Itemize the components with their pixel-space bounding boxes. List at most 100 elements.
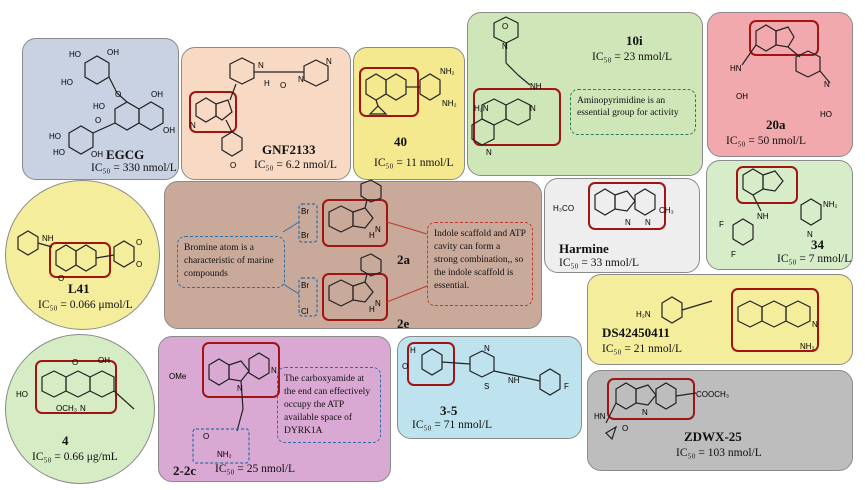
svg-text:H: H [410,346,416,355]
svg-text:H: H [369,231,375,240]
svg-text:N: N [807,230,813,239]
bromo-arrows [282,221,428,303]
svg-text:NH: NH [42,234,54,243]
compound-40-ic50: IC₅₀ = 11 nmol/L [374,157,454,169]
zdwx25-name: ZDWX-25 [684,429,742,444]
svg-text:O: O [622,424,628,433]
svg-text:OH: OH [107,48,119,57]
compound-34-name: 34 [811,237,824,252]
svg-text:NH₂: NH₂ [442,99,457,108]
svg-text:N: N [486,148,492,157]
gnf2133-structure: NH ON NN O [189,57,332,170]
indole-note: Indole scaffold and ATP cavity can form … [427,222,533,306]
svg-text:H: H [369,305,375,314]
label-2a: 2a [397,252,410,267]
compound-2-2c-note: The carboxyamide at the end can effectiv… [277,367,381,443]
svg-text:O: O [203,432,209,441]
zdwx25-ic50: IC₅₀ = 103 nmol/L [676,447,762,459]
svg-text:N: N [375,299,381,308]
ds42450411-ic50: IC₅₀ = 21 nmol/L [602,343,682,355]
label-2e: 2e [397,316,410,331]
svg-text:HN: HN [730,64,742,73]
compound-2-2c-ic50: IC₅₀ = 25 nmol/L [215,463,295,475]
svg-text:H₂N: H₂N [474,104,489,113]
svg-text:HO: HO [93,102,105,111]
egcg-name: EGCG [106,147,145,162]
svg-text:N: N [502,42,508,51]
svg-text:N: N [824,80,830,89]
svg-text:OH: OH [98,356,110,365]
svg-text:O: O [136,238,142,247]
compound-34-ic50: IC₅₀ = 7 nmol/L [777,253,852,265]
svg-text:COOCH₃: COOCH₃ [696,390,729,399]
svg-text:HN: HN [594,412,606,421]
svg-text:NH: NH [757,212,769,221]
compound-10i-note: Aminopyrimidine is an essential group fo… [570,89,696,135]
compound-3-5-name: 3-5 [440,403,458,418]
harmine-name: Harmine [559,241,609,256]
compound-20a-ic50: IC₅₀ = 50 nmol/L [726,135,806,147]
svg-text:N: N [271,366,277,375]
bromoindole-panel: Bromine atom is a characteristic of mari… [164,179,542,331]
harmine-ic50: IC₅₀ = 33 nmol/L [559,257,639,269]
svg-text:O: O [230,161,236,170]
svg-text:Br: Br [301,207,309,216]
gnf2133-name: GNF2133 [262,142,316,157]
svg-text:N: N [625,218,631,227]
l41-ic50: IC₅₀ = 0.066 μmol/L [38,299,133,311]
svg-text:F: F [731,250,736,259]
svg-text:N: N [326,57,332,66]
svg-text:N: N [530,104,536,113]
svg-text:N: N [237,384,243,393]
svg-text:S: S [484,382,489,391]
svg-text:N: N [812,320,818,329]
svg-text:N: N [642,408,648,417]
svg-text:O: O [72,358,78,367]
compound-4-ic50: IC₅₀ = 0.66 μg/mL [32,451,118,463]
svg-text:HO: HO [16,390,28,399]
svg-text:O: O [280,81,286,90]
ds42450411-name: DS42450411 [602,325,670,340]
zdwx25-structure: COOCH₃ HN O N [594,378,729,441]
svg-text:O: O [115,90,121,99]
svg-text:N: N [258,61,264,70]
egcg-ic50: IC₅₀ = 330 nmol/L [91,162,177,174]
svg-text:O: O [402,362,408,371]
zdwx25-panel: COOCH₃ HN O N ZDWX-25 IC₅₀ = 103 nmol/L [587,370,853,471]
svg-text:O: O [502,22,508,31]
svg-text:CH₃: CH₃ [659,206,674,215]
svg-text:H₃CO: H₃CO [553,204,574,213]
svg-text:N: N [375,225,381,234]
compound-10i-name: 10i [626,33,643,48]
svg-text:F: F [564,382,569,391]
svg-text:H: H [264,79,270,88]
svg-text:O: O [136,260,142,269]
svg-text:OCH₃: OCH₃ [56,404,77,413]
compound-4-name: 4 [62,433,69,448]
svg-text:HO: HO [49,132,61,141]
svg-text:F: F [719,220,724,229]
compound-3-5-structure: HO NS NHF [402,342,569,396]
svg-text:Br: Br [301,231,309,240]
svg-text:NH₂: NH₂ [800,342,815,351]
svg-text:OMe: OMe [169,372,187,381]
svg-text:Cl: Cl [301,307,309,316]
svg-text:N: N [298,75,304,84]
